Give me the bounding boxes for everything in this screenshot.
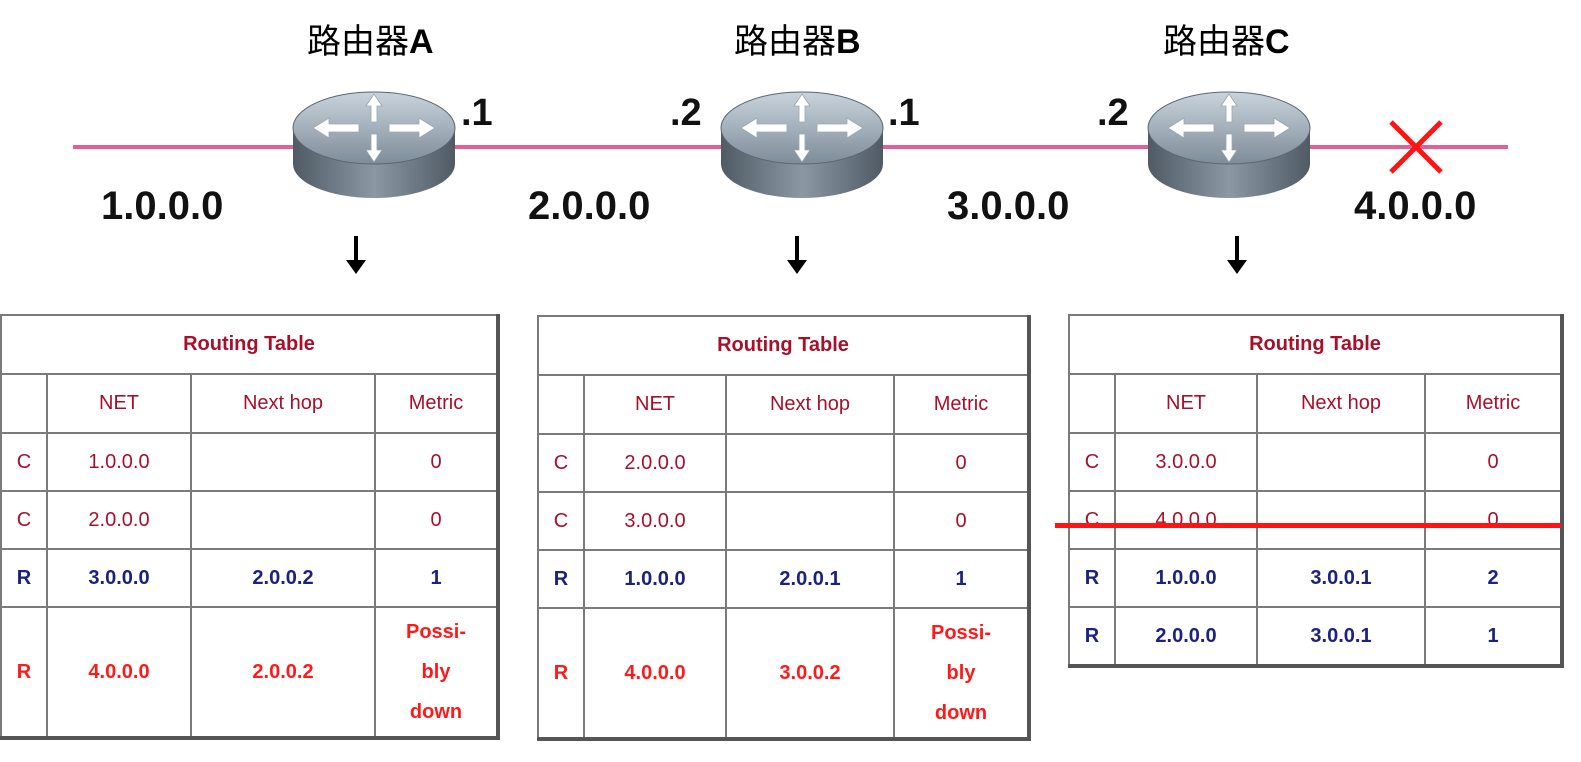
- table-row: C 2.0.0.0 0: [537, 433, 1030, 493]
- link-failure-x-icon: [1389, 120, 1443, 174]
- route-type: C: [0, 490, 48, 550]
- route-metric-possibly-down: Possi- bly down: [374, 606, 499, 739]
- route-metric: 0: [374, 490, 499, 550]
- column-header: [0, 373, 48, 434]
- network-label: 4.0.0.0: [1354, 184, 1477, 228]
- table-row: C 3.0.0.0 0: [537, 491, 1030, 551]
- column-header: NET: [46, 373, 192, 434]
- table-row: R 3.0.0.0 2.0.0.2 1: [0, 548, 499, 608]
- arrow-down-icon: [785, 236, 809, 276]
- table-row: R 4.0.0.0 2.0.0.2 Possi- bly down: [0, 606, 499, 739]
- router-c-title: 路由器C: [1163, 22, 1290, 62]
- iface-a-right: .1: [461, 92, 493, 134]
- router-c-icon: [1144, 86, 1314, 198]
- arrow-down-icon: [1225, 236, 1249, 276]
- route-net: 1.0.0.0: [1114, 548, 1258, 608]
- table-title: Routing Table: [0, 314, 499, 375]
- route-net: 4.0.0.0: [46, 606, 192, 739]
- route-net: 2.0.0.0: [1114, 606, 1258, 667]
- network-label: 1.0.0.0: [101, 184, 224, 228]
- column-header: Metric: [374, 373, 499, 434]
- router-a-title: 路由器A: [307, 22, 434, 62]
- route-type: R: [1068, 548, 1116, 608]
- route-metric: 0: [374, 432, 499, 492]
- route-type: C: [1068, 432, 1116, 492]
- route-metric: 0: [1424, 432, 1563, 492]
- route-net: 2.0.0.0: [46, 490, 192, 550]
- router-b-title: 路由器B: [734, 22, 861, 62]
- table-title: Routing Table: [1068, 314, 1563, 375]
- route-type: C: [0, 432, 48, 492]
- route-type: R: [537, 607, 585, 740]
- column-header: Next hop: [190, 373, 376, 434]
- route-next-hop: [190, 432, 376, 492]
- table-row: R 2.0.0.0 3.0.0.1 1: [1068, 606, 1563, 667]
- network-label: 2.0.0.0: [528, 184, 651, 228]
- route-type: R: [0, 548, 48, 608]
- router-a-icon: [289, 86, 459, 198]
- table-row: R 1.0.0.0 2.0.0.1 1: [537, 549, 1030, 609]
- route-type: R: [537, 549, 585, 609]
- route-net: 3.0.0.0: [583, 491, 727, 551]
- route-metric: 2: [1424, 548, 1563, 608]
- route-next-hop: 2.0.0.2: [190, 548, 376, 608]
- column-header: Next hop: [1256, 373, 1426, 434]
- routing-table-b: Routing Table NET Next hop Metric C 2.0.…: [537, 315, 1031, 741]
- route-metric: 1: [893, 549, 1030, 609]
- table-row: C 2.0.0.0 0: [0, 490, 499, 550]
- route-next-hop: 2.0.0.2: [190, 606, 376, 739]
- route-next-hop: 2.0.0.1: [725, 549, 895, 609]
- route-next-hop: [725, 491, 895, 551]
- routing-table-a: Routing Table NET Next hop Metric C 1.0.…: [0, 314, 500, 740]
- route-strikethrough-line: [1055, 523, 1561, 528]
- iface-c-left: .2: [1097, 92, 1129, 134]
- route-metric: 0: [893, 433, 1030, 493]
- table-row: C 1.0.0.0 0: [0, 432, 499, 492]
- route-net: 2.0.0.0: [583, 433, 727, 493]
- network-label: 3.0.0.0: [947, 184, 1070, 228]
- route-next-hop: [725, 433, 895, 493]
- table-row: R 1.0.0.0 3.0.0.1 2: [1068, 548, 1563, 608]
- column-header: [1068, 373, 1116, 434]
- route-next-hop: [190, 490, 376, 550]
- route-net: 4.0.0.0: [583, 607, 727, 740]
- routing-table-c: Routing Table NET Next hop Metric C 3.0.…: [1068, 314, 1564, 668]
- route-net: 1.0.0.0: [46, 432, 192, 492]
- route-next-hop: 3.0.0.2: [725, 607, 895, 740]
- table-title: Routing Table: [537, 315, 1030, 376]
- column-header: Next hop: [725, 374, 895, 435]
- column-header: NET: [583, 374, 727, 435]
- column-header: Metric: [1424, 373, 1563, 434]
- route-type: R: [1068, 606, 1116, 667]
- route-net: 3.0.0.0: [46, 548, 192, 608]
- route-type: C: [537, 433, 585, 493]
- iface-b-right: .1: [888, 92, 920, 134]
- iface-b-left: .2: [670, 92, 702, 134]
- route-metric: 1: [1424, 606, 1563, 667]
- route-next-hop: [1256, 432, 1426, 492]
- table-row: C 3.0.0.0 0: [1068, 432, 1563, 492]
- route-metric: 0: [893, 491, 1030, 551]
- router-b-icon: [717, 86, 887, 198]
- route-metric: 1: [374, 548, 499, 608]
- route-next-hop: 3.0.0.1: [1256, 548, 1426, 608]
- column-header: NET: [1114, 373, 1258, 434]
- route-metric-possibly-down: Possi- bly down: [893, 607, 1030, 740]
- route-next-hop: 3.0.0.1: [1256, 606, 1426, 667]
- route-net: 4.0.0.0: [1114, 490, 1258, 550]
- route-type: R: [0, 606, 48, 739]
- table-row: C 4.0.0.0 0: [1068, 490, 1563, 550]
- route-next-hop: [1256, 490, 1426, 550]
- route-net: 3.0.0.0: [1114, 432, 1258, 492]
- table-row: R 4.0.0.0 3.0.0.2 Possi- bly down: [537, 607, 1030, 740]
- arrow-down-icon: [344, 236, 368, 276]
- route-metric: 0: [1424, 490, 1563, 550]
- route-net: 1.0.0.0: [583, 549, 727, 609]
- route-type: C: [1068, 490, 1116, 550]
- route-type: C: [537, 491, 585, 551]
- column-header: [537, 374, 585, 435]
- column-header: Metric: [893, 374, 1030, 435]
